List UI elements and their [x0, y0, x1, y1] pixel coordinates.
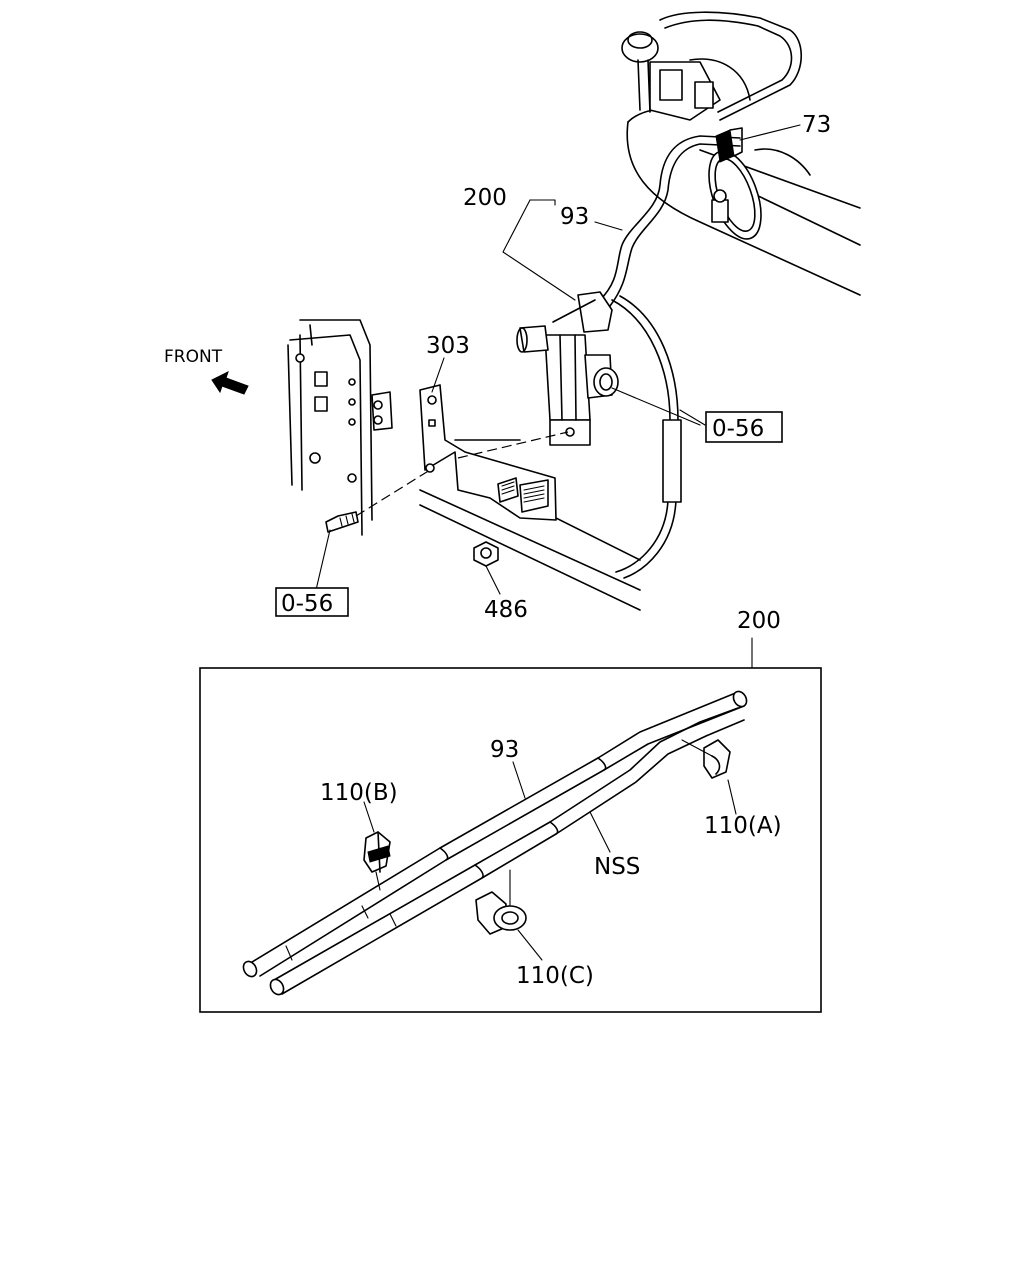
clip-110c [475, 869, 527, 935]
nut-486 [473, 541, 499, 567]
front-label: FRONT [164, 347, 223, 367]
leader-lines-upper [315, 124, 801, 595]
valve-assembly [516, 291, 701, 446]
tube-assembly [242, 690, 748, 996]
part-93-box-label: 93 [490, 737, 519, 763]
tube-93-upper [599, 135, 741, 579]
part-200-box-label: 200 [737, 608, 781, 634]
part-73-label: 73 [802, 112, 831, 138]
bracket-303 [419, 384, 557, 521]
clip-110b [363, 831, 391, 891]
nss-label: NSS [594, 854, 640, 880]
part-486-label: 486 [484, 597, 528, 623]
front-arrow [211, 371, 249, 395]
bolt-left [325, 431, 569, 533]
frame-rail [419, 439, 641, 611]
turbo-fitting [621, 11, 802, 121]
part-93-top-label: 93 [560, 204, 589, 230]
clip-110a [681, 739, 731, 779]
part-110a-label: 110(A) [704, 813, 782, 839]
ref-right-label: 0-56 [712, 416, 764, 442]
part-110b-label: 110(B) [320, 780, 398, 806]
part-303-label: 303 [426, 333, 470, 359]
ref-box-left [275, 587, 349, 617]
part-200-top-label: 200 [463, 185, 507, 211]
ref-left-label: 0-56 [281, 591, 333, 617]
leader-lines-lower [363, 761, 737, 961]
detail-frame [199, 667, 822, 1013]
ref-box-right [705, 411, 783, 443]
part-110c-label: 110(C) [516, 963, 594, 989]
cab-bracket [287, 319, 393, 536]
